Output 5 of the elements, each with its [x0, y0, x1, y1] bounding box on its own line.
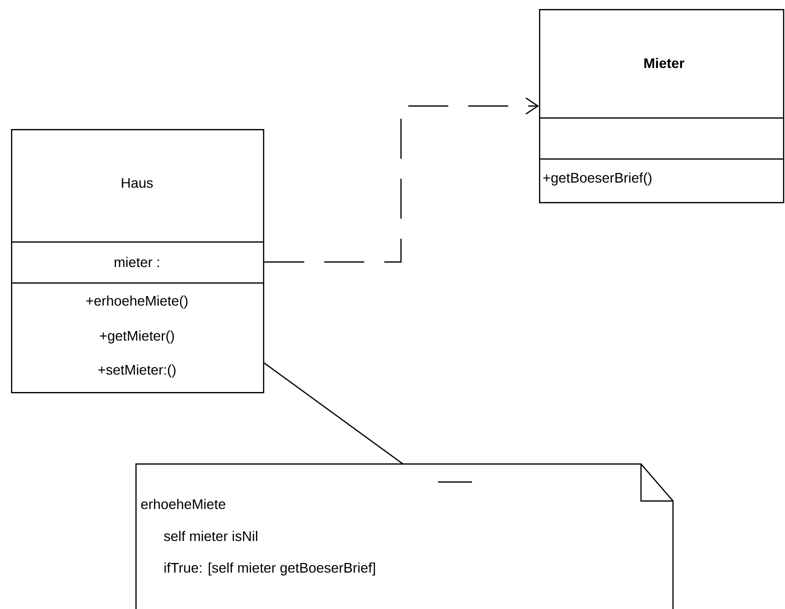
class-box: Haus mieter : +erhoeheMiete() +getMieter() +setMieter:() — [11, 129, 264, 394]
dependency-arrow — [264, 98, 539, 263]
note-box: erhoeheMiete self mieter isNil ifTrue: [self mieter getBoeserBrief] — [135, 463, 674, 609]
note-link — [264, 362, 404, 464]
class-box: Mieter +getBoeserBrief() — [539, 9, 784, 204]
